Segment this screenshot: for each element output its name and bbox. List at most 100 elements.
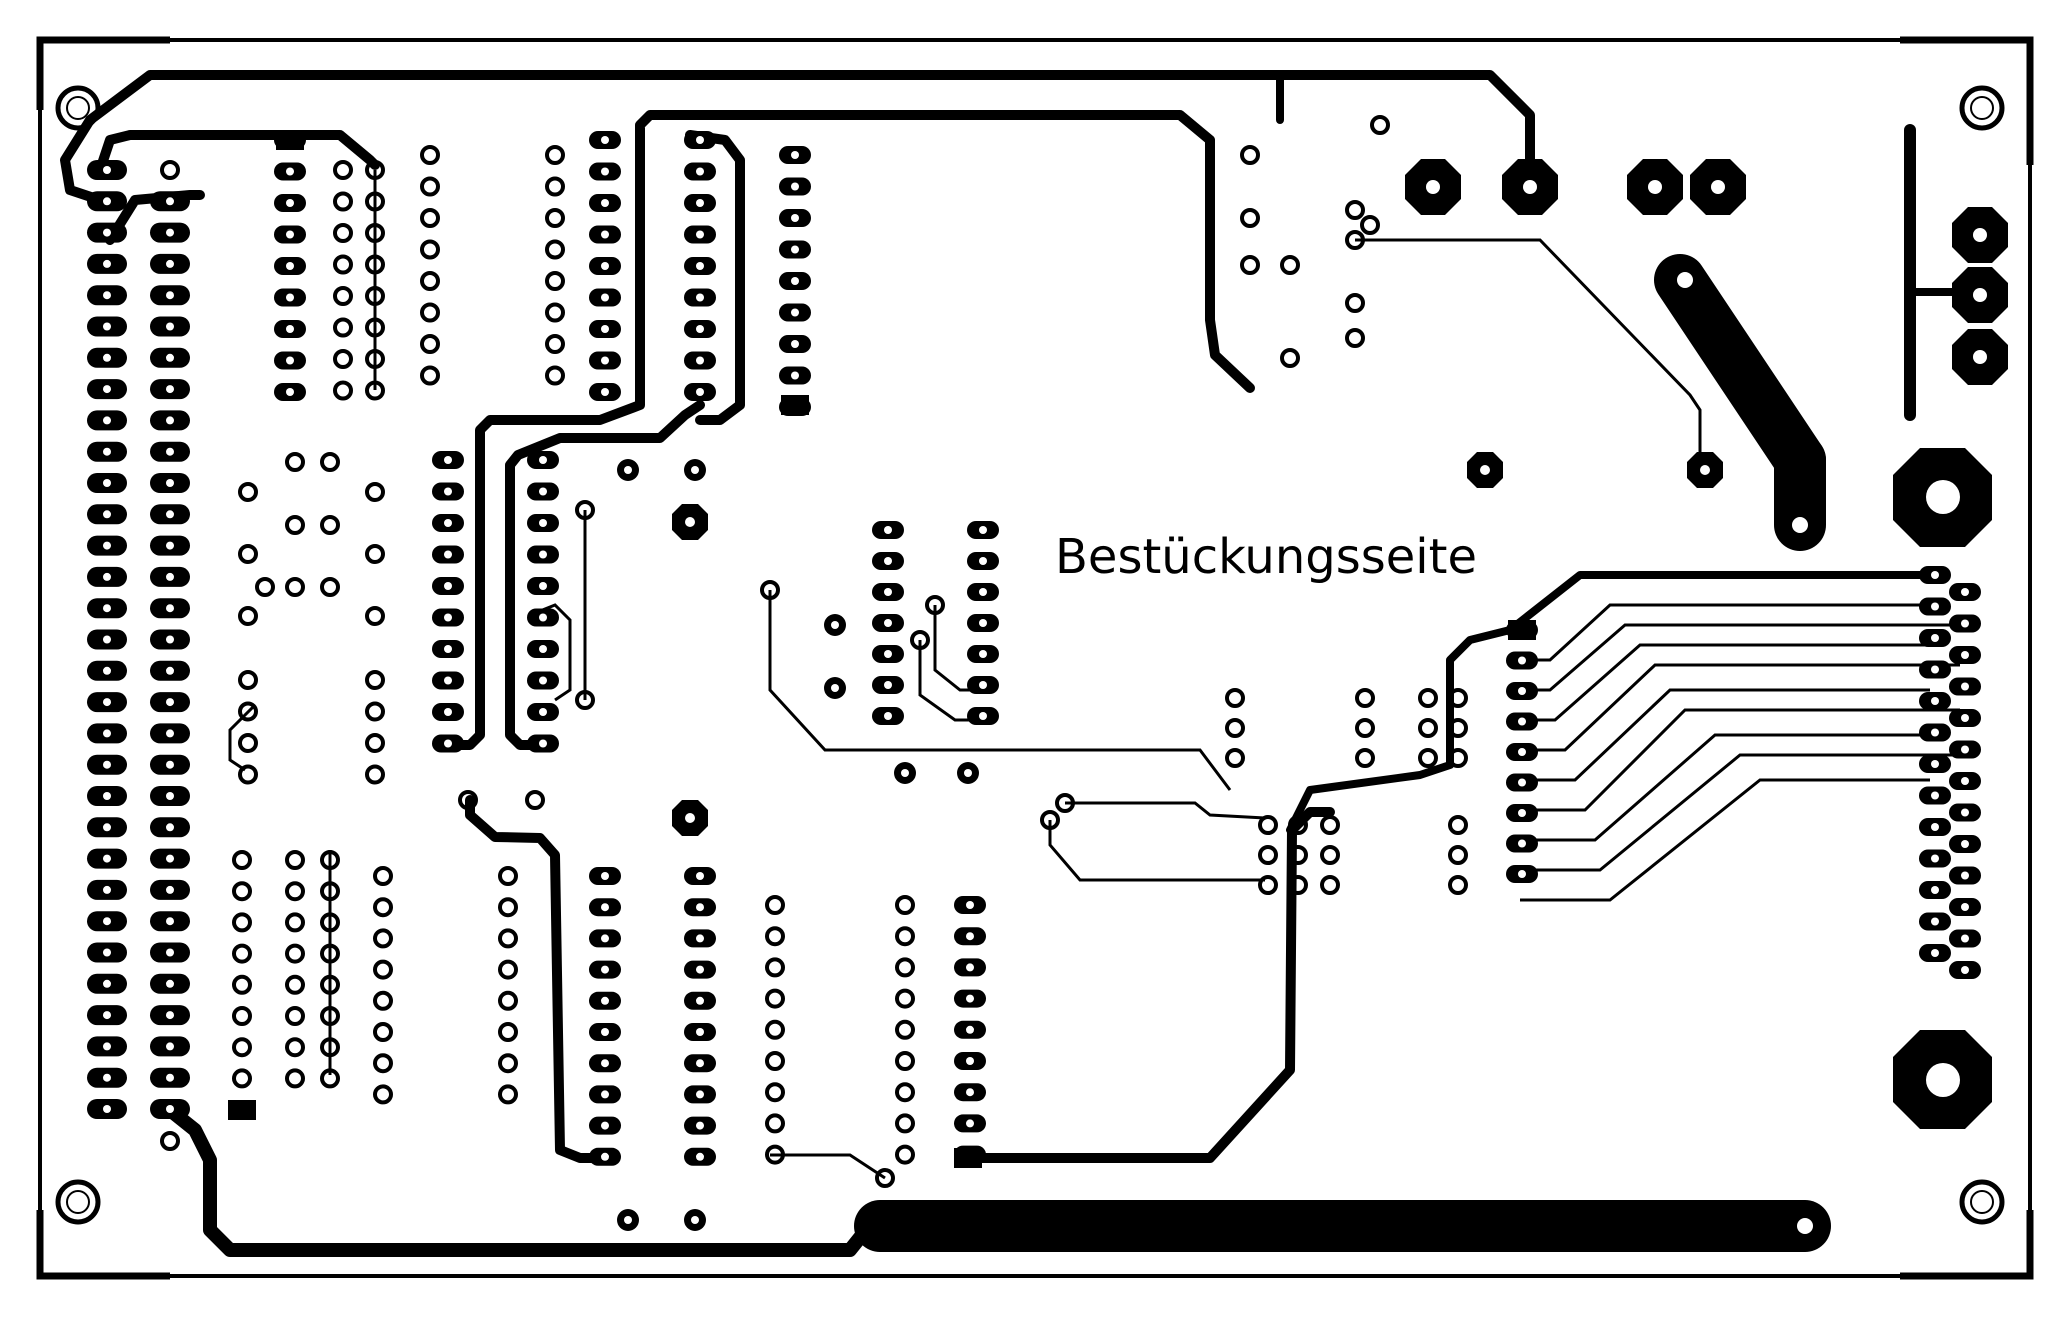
header-pad [1949,614,1981,633]
board-outline [38,38,2032,1278]
mount-hole-bottom-left [58,1182,98,1222]
connector-pad [150,473,190,493]
pad [1240,208,1260,228]
connector-pad [150,942,190,963]
ic-pad [872,645,904,663]
ic-pad [954,927,986,946]
ic-pad [684,1085,716,1104]
pad [1370,115,1390,135]
ic-pad [779,209,811,227]
header-pad [1919,944,1951,962]
ic-pad [684,991,716,1010]
pad [1448,815,1468,835]
via-pad [617,459,639,481]
ic-pad [684,194,716,212]
pad [238,764,258,785]
pad [765,895,785,915]
header-pad [1919,786,1951,805]
power-traces [60,70,1974,1257]
connector-main-left [87,160,190,1151]
pad [498,990,518,1011]
connector-pad [87,629,127,650]
pad [420,176,440,197]
pad [1355,688,1375,708]
ic-pad [684,929,716,948]
connector-pad [150,754,190,775]
ic-pad [274,288,306,307]
ic-pad [432,608,464,627]
connector-pad [87,1067,127,1088]
header-pad [1506,712,1538,731]
ic-pad [527,671,559,690]
pad [895,1082,915,1103]
pad [1258,875,1278,895]
pad [545,176,565,197]
connector-pad [87,379,127,400]
ic-pad [274,194,306,212]
connector-pad [87,253,127,274]
pad [895,926,915,947]
ic-pad [527,482,559,501]
large-mount-pad-1 [1893,448,1992,547]
pad [498,1084,518,1105]
pad [765,957,785,978]
header-pad [1919,660,1951,679]
pad [320,577,340,597]
pad [498,1053,518,1074]
ic-pad [954,1114,986,1133]
pad [365,670,385,690]
ic-pad [432,703,464,721]
ic-pad [589,257,621,275]
ic-pad [967,707,999,725]
ic-pad [967,676,999,694]
connector-pad [150,786,190,806]
ic-pad [684,162,716,181]
connector-pad [87,1005,127,1026]
pad [373,866,393,886]
connector-pad [87,879,127,900]
pad [765,1082,785,1103]
large-mount-pad-2 [1893,1030,1992,1129]
connector-pad [150,598,190,619]
connector-pad [150,410,190,431]
connector-pad [87,692,127,713]
pad [365,701,385,722]
connector-pad [87,160,127,180]
square-pad [1508,620,1536,640]
pad [895,1113,915,1134]
pad [333,317,353,338]
header-pad [1949,961,1981,979]
pad [1320,845,1340,865]
connector-pad [150,911,190,932]
header-pad [1919,723,1951,742]
ic-pad [527,608,559,627]
header-pad [1506,804,1538,822]
connector-col-1 [87,160,127,1119]
connector-pad [87,222,127,243]
pad [373,928,393,949]
ic-pad [779,177,811,196]
ic-pad [274,225,306,244]
ic-pad [967,583,999,601]
header-pad [1919,629,1951,647]
pad [420,239,440,260]
pad [285,850,305,870]
ic-pad [684,257,716,275]
pad [285,515,305,535]
connector-pad [87,316,127,337]
ic-pad [684,351,716,370]
connector-pad [150,316,190,337]
pad [373,990,393,1011]
pad [895,1051,915,1071]
connector-pad [150,253,190,274]
square-pad [276,130,304,150]
pad [545,145,565,165]
pad [1280,255,1300,275]
ic-pad [432,482,464,501]
pad [1418,748,1438,768]
pad [895,957,915,978]
ic-pad [779,272,811,290]
pad [1418,718,1438,738]
header-pad [1949,677,1981,696]
